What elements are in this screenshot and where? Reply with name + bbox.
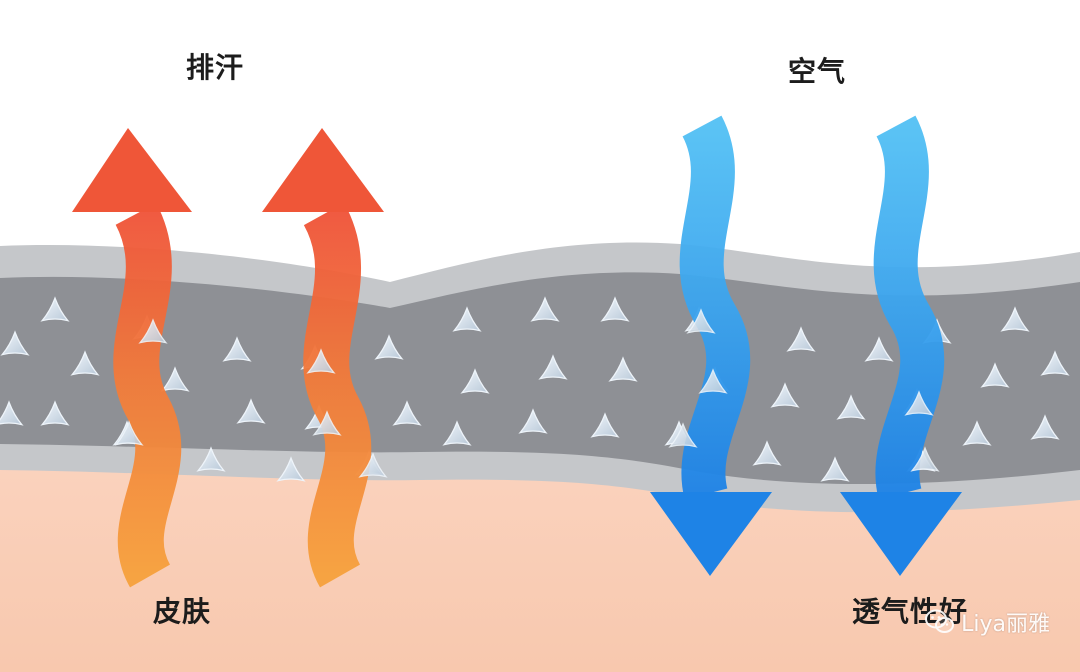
breathable-label: 透气性好 bbox=[852, 595, 969, 628]
sweat-arrows bbox=[72, 128, 384, 588]
air-label: 空气 bbox=[788, 55, 847, 88]
skin-label: 皮肤 bbox=[153, 595, 212, 628]
air-arrows bbox=[650, 115, 962, 576]
air-arrow-icon bbox=[650, 115, 772, 576]
watermark: Liya丽雅 bbox=[925, 606, 1050, 638]
air-arrow-icon bbox=[840, 115, 962, 576]
sweat-label: 排汗 bbox=[186, 51, 245, 84]
watermark-text: Liya丽雅 bbox=[961, 612, 1050, 637]
skin-layer bbox=[0, 468, 1080, 672]
sweat-arrow-icon bbox=[72, 128, 192, 588]
wechat-icon bbox=[925, 609, 955, 633]
sweat-arrow-icon bbox=[262, 128, 384, 588]
